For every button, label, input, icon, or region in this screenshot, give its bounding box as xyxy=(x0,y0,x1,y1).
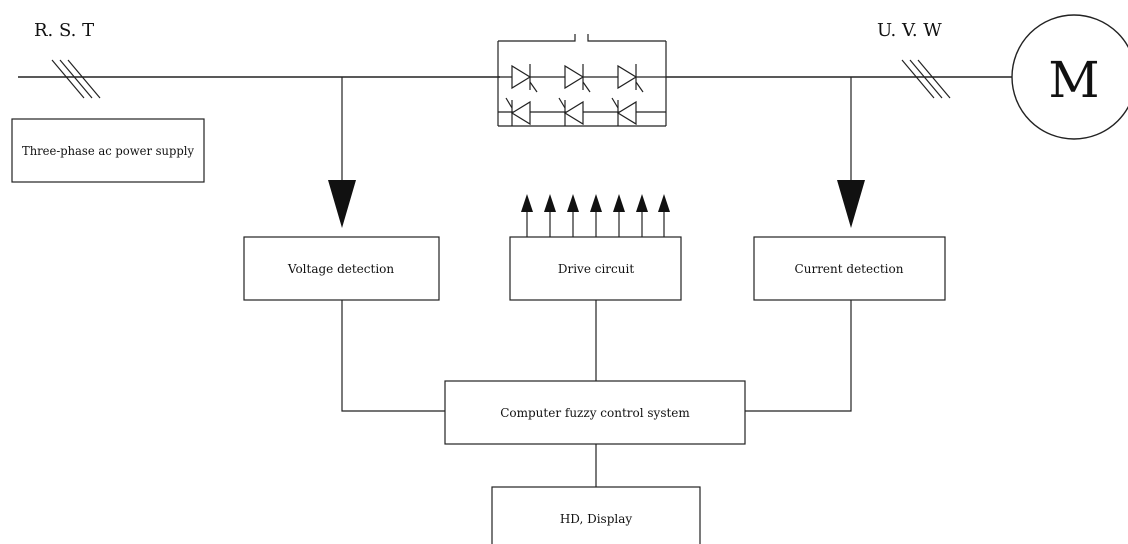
current-detection-label: Current detection xyxy=(795,262,904,276)
thyristor-forward-3 xyxy=(617,64,644,93)
current-tap-arrow xyxy=(837,180,865,228)
output-phase-label: U. V. W xyxy=(877,20,942,41)
current-to-controller-line xyxy=(745,300,852,412)
voltage-to-controller-line xyxy=(341,300,445,412)
three-phase-marks-input xyxy=(51,59,101,99)
input-phase-label: R. S. T xyxy=(34,20,94,41)
display-box xyxy=(491,486,701,544)
motor-label: M xyxy=(1048,51,1099,109)
drive-trigger-arrows xyxy=(521,194,670,237)
display-label: HD, Display xyxy=(560,512,633,526)
fuzzy-control-label: Computer fuzzy control system xyxy=(500,406,690,420)
thyristor-reverse-2 xyxy=(558,97,584,126)
drive-circuit-box xyxy=(509,236,682,301)
voltage-tap-arrow xyxy=(328,180,356,228)
voltage-detection-box xyxy=(243,236,440,301)
current-detection-box xyxy=(753,236,946,301)
thyristor-reverse-1 xyxy=(505,97,531,126)
thyristor-forward-2 xyxy=(564,64,591,93)
motor-symbol xyxy=(1011,14,1128,140)
voltage-detection-label: Voltage detection xyxy=(287,262,395,276)
thyristor-reverse-3 xyxy=(611,97,637,126)
drive-circuit-label: Drive circuit xyxy=(558,262,634,276)
three-phase-marks-output xyxy=(901,59,951,99)
power-supply-label: Three-phase ac power supply xyxy=(22,144,194,158)
power-supply-box xyxy=(11,118,205,183)
fuzzy-control-box xyxy=(444,380,746,445)
thyristor-forward-1 xyxy=(511,64,538,93)
thyristor-bridge xyxy=(497,34,667,127)
